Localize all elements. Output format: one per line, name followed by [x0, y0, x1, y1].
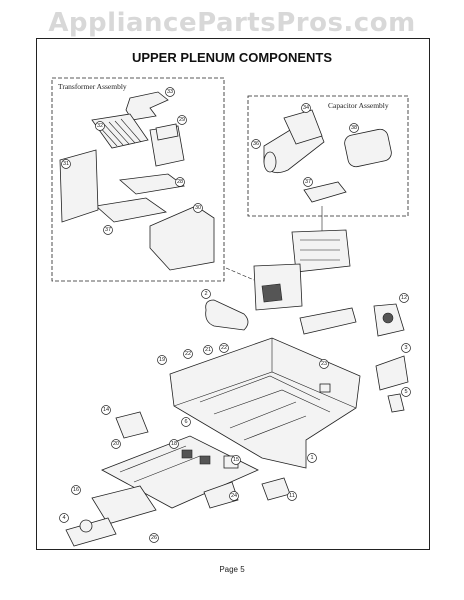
chassis-clip-part	[319, 383, 331, 393]
connector-part	[203, 481, 239, 509]
callout-16: 16	[73, 487, 79, 493]
watermark: AppliancePartsPros.com	[48, 8, 416, 38]
callout-30: 30	[195, 205, 201, 211]
callout-29: 29	[179, 117, 185, 123]
page-title: UPPER PLENUM COMPONENTS	[131, 50, 333, 65]
callout-32: 32	[97, 123, 103, 129]
bracket-part	[375, 355, 409, 391]
callout-28: 28	[177, 179, 183, 185]
capacitor-assembly-box	[247, 95, 409, 217]
duct-part	[149, 205, 215, 271]
callout-21: 21	[205, 347, 211, 353]
transformer-assembly-box	[51, 77, 225, 282]
callout-19: 19	[159, 357, 165, 363]
callout-11: 11	[289, 493, 295, 499]
transformer-frame-part	[119, 173, 185, 195]
callout-37-transformer: 37	[105, 227, 111, 233]
top-bracket-part	[125, 91, 169, 121]
sensor-part	[261, 477, 291, 501]
callout-22-right: 22	[221, 345, 227, 351]
callout-4: 4	[62, 515, 65, 521]
clip-part	[387, 393, 405, 413]
callout-14: 14	[103, 407, 109, 413]
capacitor-part	[344, 128, 392, 168]
callout-26: 26	[151, 535, 157, 541]
callouts: 33 32 29 31 28 37 30 34 36 38 37 2 12 3 …	[59, 87, 411, 543]
callout-20: 20	[113, 441, 119, 447]
diagram-frame	[36, 38, 430, 550]
timer-knob-part	[382, 312, 394, 324]
capacitor-assembly-label: Capacitor Assembly	[328, 101, 389, 110]
callout-37-capacitor: 37	[305, 179, 311, 185]
callout-1: 1	[310, 455, 313, 461]
base-part	[65, 517, 117, 547]
callout-2: 2	[204, 291, 207, 297]
callout-24: 24	[231, 493, 237, 499]
heat-sink-part	[91, 113, 149, 149]
callout-18: 18	[171, 441, 177, 447]
callout-38: 38	[351, 125, 357, 131]
callout-5: 5	[404, 389, 407, 395]
side-panel-part	[59, 149, 99, 223]
callout-15: 15	[233, 457, 239, 463]
callout-3: 3	[404, 345, 407, 351]
callout-12: 12	[401, 295, 407, 301]
callout-22-left: 22	[185, 351, 191, 357]
base-plate-part	[95, 197, 168, 223]
capacitor-terminal-part	[263, 151, 277, 173]
callout-33: 33	[167, 89, 173, 95]
callout-6: 6	[184, 419, 187, 425]
capacitor-clip-part	[303, 181, 347, 203]
callout-36: 36	[253, 141, 259, 147]
chassis-part	[169, 337, 361, 469]
transformer-top-part	[155, 123, 179, 141]
blower-motor-part	[261, 283, 283, 303]
pcb-part	[91, 485, 157, 525]
magnetron-part	[291, 229, 351, 273]
knob-part	[79, 519, 93, 533]
callout-23: 23	[321, 361, 327, 367]
page-number: Page 5	[219, 565, 245, 574]
callout-31: 31	[63, 161, 69, 167]
callout-34: 34	[303, 105, 309, 111]
transformer-small-part	[115, 411, 149, 439]
switch-part-b	[199, 455, 211, 465]
transformer-assembly-label: Transformer Assembly	[58, 82, 127, 91]
switch-part-a	[181, 449, 193, 459]
capacitor-bracket-part	[283, 109, 323, 145]
plate-part	[299, 307, 357, 335]
motor-part	[205, 299, 249, 331]
